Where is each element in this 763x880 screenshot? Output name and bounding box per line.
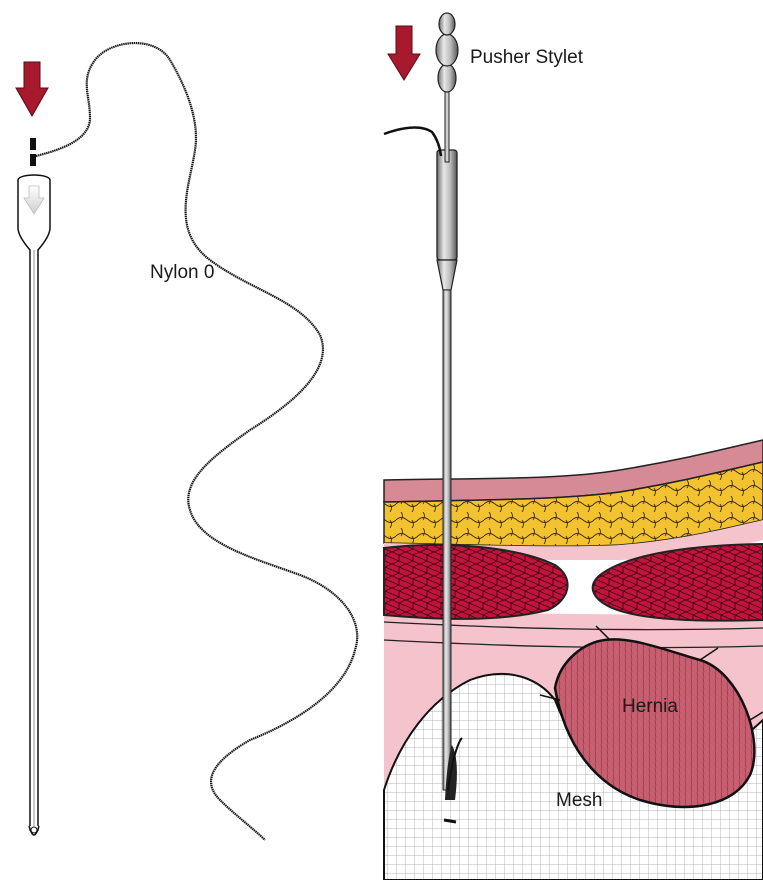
pusher-stylet [436,13,458,162]
right-arrow-group [388,26,420,80]
hernia-label: Hernia [622,696,678,718]
down-arrow-icon [388,26,420,80]
pusher-stylet-label: Pusher Stylet [470,47,583,69]
left-arrow-group [16,62,48,116]
nylon-label: Nylon 0 [150,262,214,284]
mesh-label: Mesh [556,790,602,812]
suture-entry [384,128,441,156]
down-arrow-icon [16,62,48,116]
suture-passer-needle [18,175,50,835]
nylon-suture-line [36,43,357,840]
